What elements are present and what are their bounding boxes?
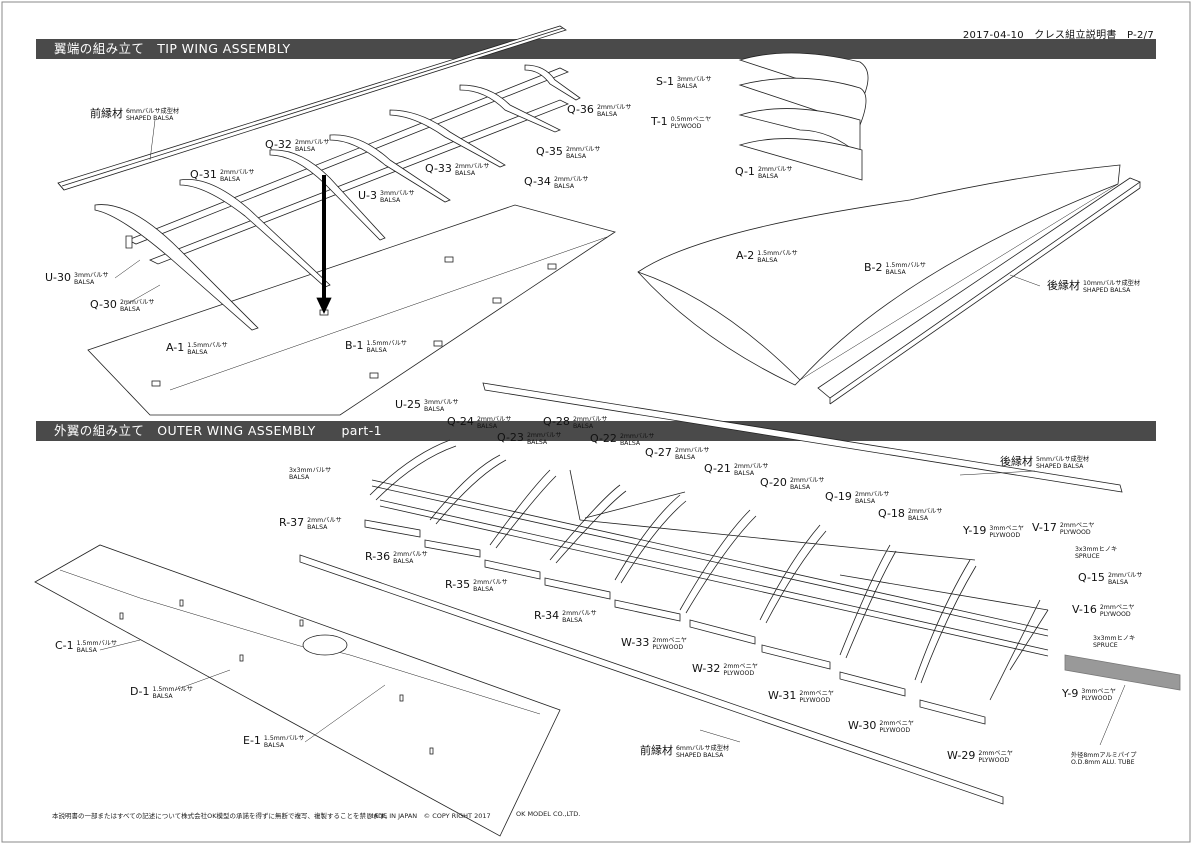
section-title-tip: 翼端の組み立て TIP WING ASSEMBLY <box>36 39 1156 59</box>
footer-company: OK MODEL CO.,LTD. <box>516 810 581 818</box>
tip-leading-edge <box>57 25 567 191</box>
outer-leading-edge <box>299 554 1004 805</box>
tip-ribs <box>94 64 581 331</box>
tip-cap-parts <box>738 52 869 181</box>
section-title-outer: 外翼の組み立て OUTER WING ASSEMBLY part-1 <box>36 421 1156 441</box>
tip-bottom-sheeting <box>87 204 616 416</box>
tip-trailing-edge <box>817 177 1141 405</box>
outer-trailing-edge <box>482 382 1123 493</box>
tip-wing-panel <box>637 164 1121 386</box>
footer-copyright: MADE IN JAPAN © COPY RIGHT 2017 <box>368 812 491 820</box>
leader-lines <box>99 119 1126 746</box>
outer-rib-caps <box>364 519 986 725</box>
page-header: 2017-04-10 クレス組立説明書 P-2/7 <box>962 30 1154 41</box>
alu-tube <box>1064 654 1181 691</box>
assembly-arrow <box>316 175 332 314</box>
outer-ribs <box>369 439 1041 701</box>
outer-bottom-sheeting <box>34 544 561 837</box>
footer-notice: 本説明書の一部またはすべての記述について株式会社OK模型の承諾を得ずに無断で複写… <box>52 812 392 820</box>
